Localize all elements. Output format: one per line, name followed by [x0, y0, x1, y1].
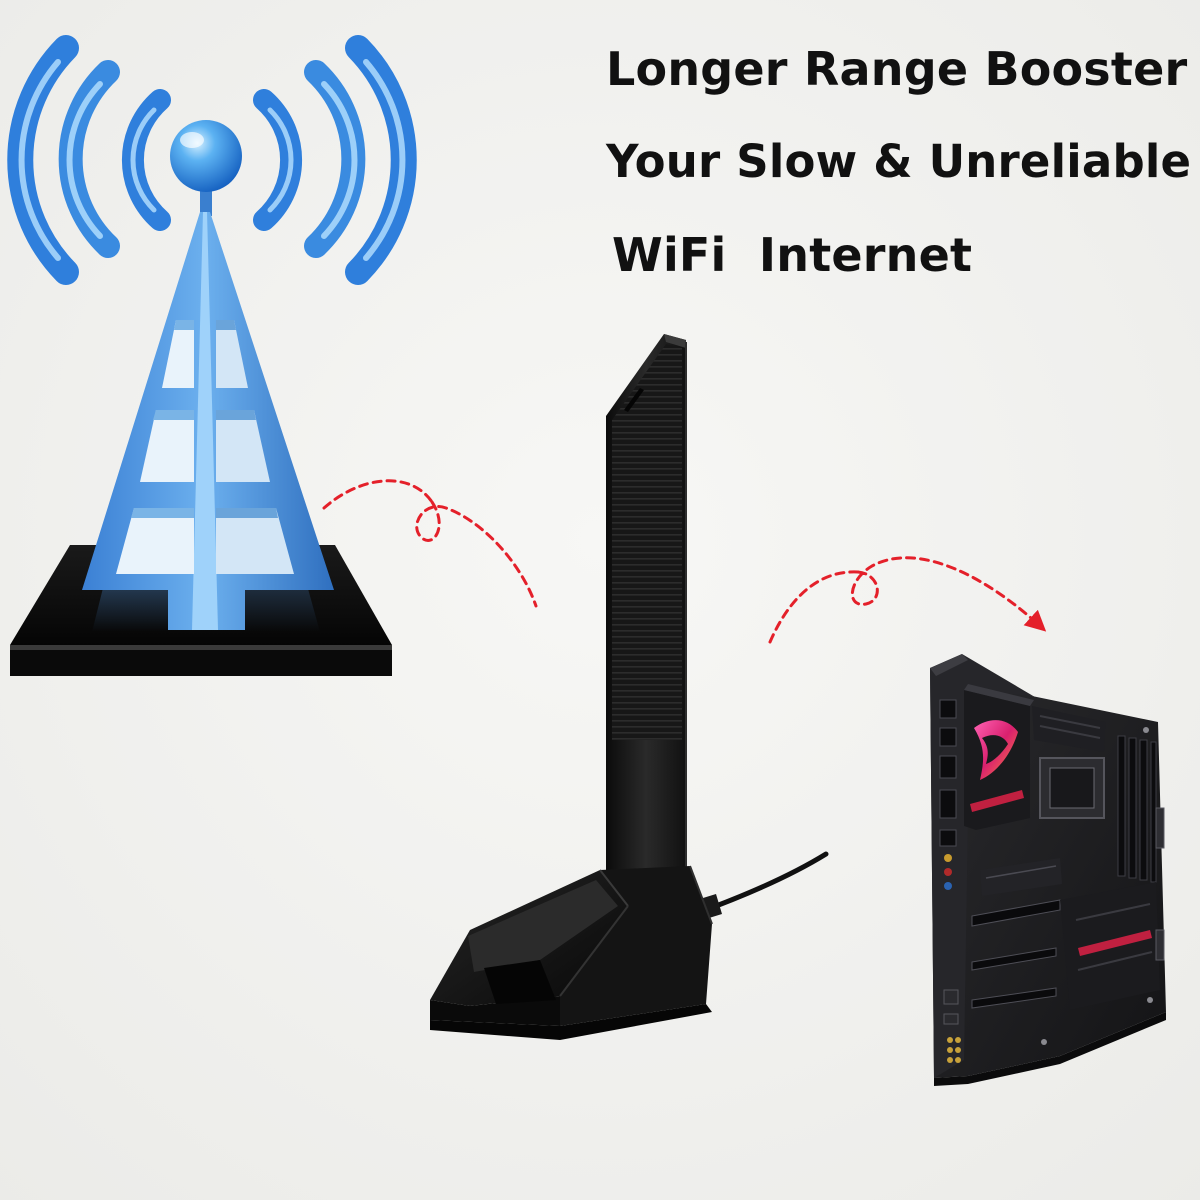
wifi-antenna-icon	[430, 334, 829, 1040]
signal-waves-icon	[7, 35, 417, 285]
headline-line-1: Longer Range Booster	[606, 42, 1188, 96]
motherboard-icon	[930, 654, 1166, 1086]
headline-line-3: WiFi Internet	[612, 228, 973, 282]
headline-line-2: Your Slow & Unreliable	[606, 135, 1192, 188]
dashed-arrow-icon	[322, 479, 538, 608]
wifi-tower-icon	[82, 120, 334, 630]
dashed-arrow-icon-2	[768, 556, 1047, 644]
